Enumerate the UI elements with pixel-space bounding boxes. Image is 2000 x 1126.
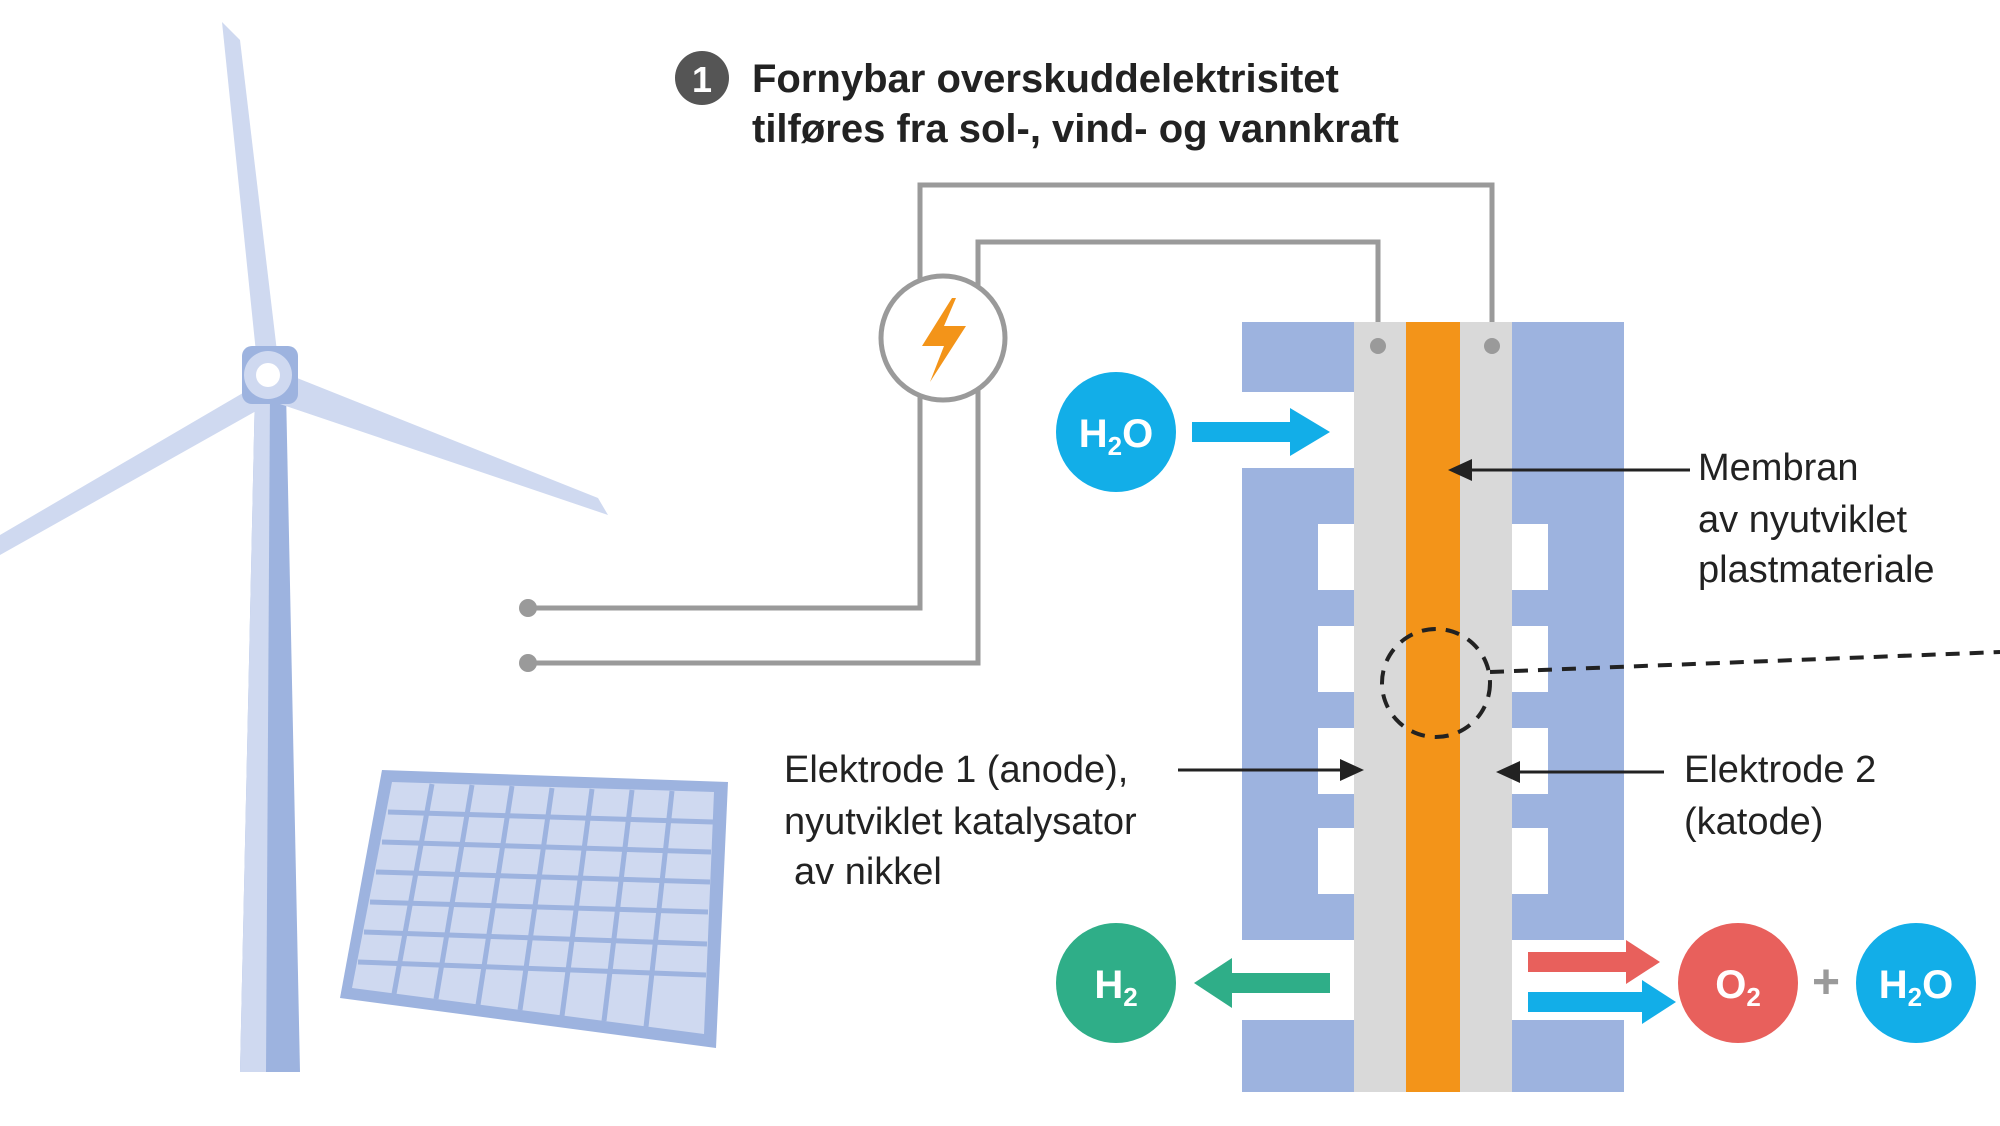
plus-sign: + xyxy=(1812,956,1840,1009)
step-number-badge xyxy=(675,51,729,105)
wire-terminal xyxy=(519,654,537,672)
step-number: 1 xyxy=(692,59,712,100)
power-source-lightning-icon xyxy=(878,273,1008,403)
electrode-2-pointer xyxy=(1496,761,1664,783)
hydrogen-molecule xyxy=(1056,923,1176,1043)
membrane-label-line3: plastmateriale xyxy=(1698,549,1935,591)
water-in-molecule xyxy=(1056,372,1176,492)
step-heading-line1: Fornybar overskuddelektrisitet xyxy=(752,57,1339,101)
membrane xyxy=(1406,322,1460,1092)
electrode-1-pointer xyxy=(1178,759,1364,781)
water-out-arrow xyxy=(1528,980,1676,1024)
oxygen-out-arrow xyxy=(1528,940,1660,984)
wind-turbine-icon xyxy=(0,22,608,1072)
water-out-label: H2O xyxy=(1879,963,1953,1012)
electrode-2-label-line2: (katode) xyxy=(1684,801,1823,843)
water-in-arrow xyxy=(1192,408,1330,456)
electrode-1-label-line2: nyutviklet katalysator xyxy=(784,801,1137,843)
oxygen-label: O2 xyxy=(1715,963,1761,1012)
step-heading-line2: tilføres fra sol-, vind- og vannkraft xyxy=(752,107,1399,151)
circuit-wires xyxy=(528,182,1495,666)
electrode-1 xyxy=(1354,322,1406,1092)
membrane-label-line2: av nyutviklet xyxy=(1698,499,1908,541)
hydrogen-out-arrow xyxy=(1194,958,1330,1008)
water-in-label: H2O xyxy=(1079,412,1153,461)
electrode-1-label-line1: Elektrode 1 (anode), xyxy=(784,749,1128,791)
electrode-2-label-line1: Elektrode 2 xyxy=(1684,749,1876,791)
water-out-molecule xyxy=(1856,923,1976,1043)
membrane-label-line1: Membran xyxy=(1698,447,1859,489)
oxygen-molecule xyxy=(1678,923,1798,1043)
electrode-1-label-line3: av nikkel xyxy=(794,851,942,893)
solar-panel-icon xyxy=(340,770,728,1048)
wire-terminal xyxy=(519,599,537,617)
zoom-indicator xyxy=(1380,627,2000,739)
membrane-pointer xyxy=(1448,459,1690,481)
hydrogen-label: H2 xyxy=(1094,963,1137,1012)
